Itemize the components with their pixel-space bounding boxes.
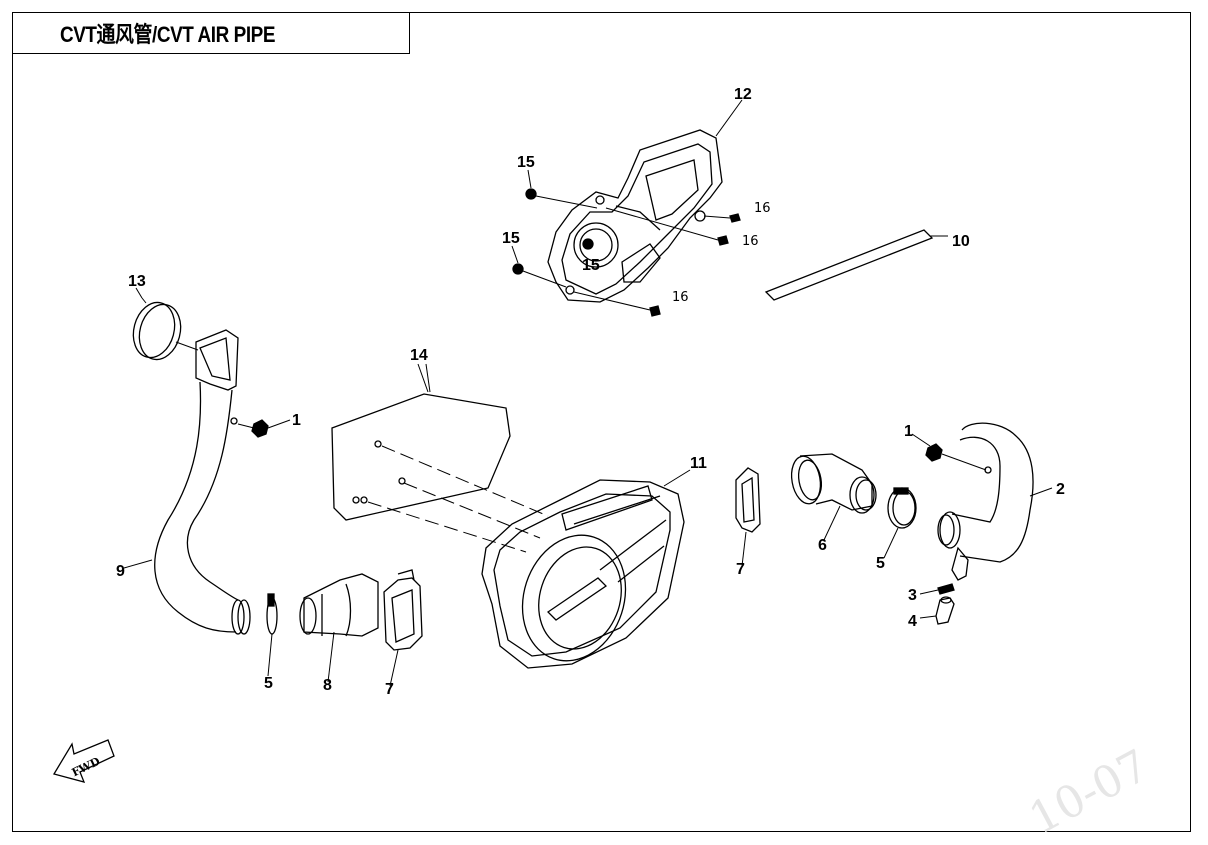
part-1-nut-right xyxy=(925,443,987,471)
callout-16-c: 16 xyxy=(672,290,689,305)
callout-16-b: 16 xyxy=(742,234,759,249)
part-9-left-air-pipe xyxy=(154,329,251,635)
part-10-foam-strip xyxy=(764,229,948,301)
callout-5-left: 5 xyxy=(264,675,273,692)
part-7-cover-left xyxy=(383,569,423,651)
callout-4: 4 xyxy=(908,613,917,630)
title-box: CVT通风管/CVT AIR PIPE xyxy=(12,12,410,54)
callout-1-left: 1 xyxy=(292,412,301,429)
part-12-cover-bracket xyxy=(547,129,723,303)
callout-15-top: 15 xyxy=(517,154,535,171)
callout-12: 12 xyxy=(734,86,752,103)
part-6-elbow-duct xyxy=(790,453,877,514)
part-16-bolt-b xyxy=(605,207,729,246)
part-4-drain-plug xyxy=(935,596,955,625)
part-13-cap xyxy=(132,297,199,361)
callout-1-right: 1 xyxy=(904,423,913,440)
callout-7-left: 7 xyxy=(385,681,394,698)
callout-7-right: 7 xyxy=(736,561,745,578)
part-5-clamp-left xyxy=(266,593,278,635)
part-16-bolt-c xyxy=(573,291,661,317)
watermark-text: 10-07 xyxy=(1021,740,1157,845)
callout-13: 13 xyxy=(128,273,146,290)
part-11-cvt-cover xyxy=(481,469,691,669)
callout-10: 10 xyxy=(952,233,970,250)
callout-14: 14 xyxy=(410,347,428,364)
drawing-frame xyxy=(12,12,1191,832)
part-8-boot xyxy=(299,573,379,637)
leader-lines xyxy=(123,99,1053,687)
callout-11: 11 xyxy=(690,455,707,472)
fwd-label: FWD xyxy=(70,754,103,779)
part-3-spring-clip xyxy=(937,583,955,595)
callout-15-mid: 15 xyxy=(502,230,520,247)
callout-16-a: 16 xyxy=(754,201,771,216)
page-title: CVT通风管/CVT AIR PIPE xyxy=(60,21,276,47)
part-15-nut-top xyxy=(525,188,598,209)
callout-5-right: 5 xyxy=(876,555,885,572)
callout-6: 6 xyxy=(818,537,827,554)
part-5-clamp-right xyxy=(887,487,917,529)
callout-2: 2 xyxy=(1056,481,1065,498)
part-14-gasket xyxy=(331,363,549,553)
part-16-bolt-a xyxy=(703,213,741,223)
callout-3: 3 xyxy=(908,587,917,604)
callout-15-center: 15 xyxy=(582,257,600,274)
part-2-right-air-pipe xyxy=(937,422,1034,581)
callout-8: 8 xyxy=(323,677,332,694)
callout-9: 9 xyxy=(116,563,125,580)
part-1-nut-left xyxy=(237,419,269,438)
fwd-arrow-icon xyxy=(52,739,115,783)
part-15-nut-mid xyxy=(512,263,567,288)
part-7-cover-right xyxy=(735,467,761,533)
